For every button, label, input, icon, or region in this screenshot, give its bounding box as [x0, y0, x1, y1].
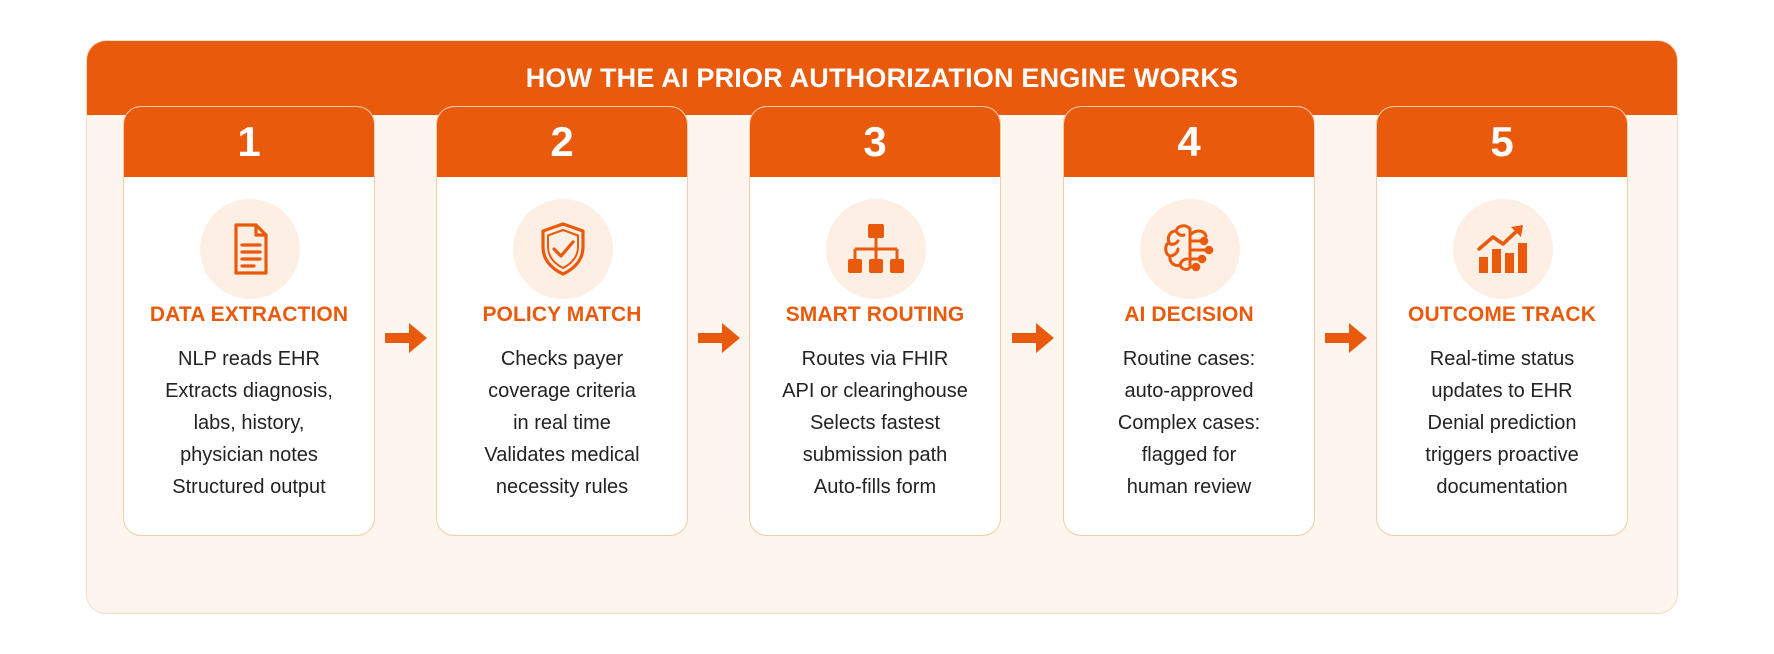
- step-header: 1: [124, 107, 374, 177]
- description-line: Checks payer: [500, 348, 624, 370]
- description-line: flagged for: [1141, 444, 1237, 466]
- description-line: Complex cases:: [1117, 412, 1261, 434]
- step-number: 4: [1177, 118, 1201, 165]
- step-description: Checks payer coverage criteria in real t…: [443, 343, 681, 503]
- description-line: in real time: [513, 412, 611, 434]
- description-line: Denial prediction: [1427, 412, 1577, 434]
- description-line: auto-approved: [1124, 380, 1254, 402]
- description-line: Routine cases:: [1122, 348, 1256, 370]
- brain-icon: [1140, 199, 1240, 299]
- shield-check-icon: [513, 199, 613, 299]
- step-number: 1: [237, 118, 261, 165]
- step-card-5: 5 OUTCOME TRACK Real-time status updates…: [1376, 106, 1628, 536]
- description-line: updates to EHR: [1431, 380, 1573, 402]
- step-description: Routes via FHIR API or clearinghouse Sel…: [756, 343, 994, 503]
- description-line: triggers proactive: [1425, 444, 1579, 466]
- step-card-1: 1 DATA EXTRACTION NLP reads EHR Extracts…: [123, 106, 375, 536]
- description-line: API or clearinghouse: [782, 380, 968, 402]
- description-line: Extracts diagnosis,: [165, 380, 333, 402]
- description-line: NLP reads EHR: [178, 348, 320, 370]
- description-line: submission path: [802, 444, 948, 466]
- step-title: AI DECISION: [1124, 303, 1254, 326]
- arrow-right-icon: [385, 323, 427, 353]
- description-line: necessity rules: [495, 476, 629, 498]
- step-title: SMART ROUTING: [785, 303, 965, 326]
- description-line: Validates medical: [484, 444, 640, 466]
- arrow-right-icon: [698, 323, 740, 353]
- step-description: Real-time status updates to EHR Denial p…: [1383, 343, 1621, 503]
- step-description: NLP reads EHR Extracts diagnosis, labs, …: [130, 343, 368, 503]
- description-line: documentation: [1436, 476, 1568, 498]
- diagram-title: HOW THE AI PRIOR AUTHORIZATION ENGINE WO…: [525, 62, 1239, 93]
- arrow-right-icon: [1325, 323, 1367, 353]
- description-line: Real-time status: [1429, 348, 1575, 370]
- step-card-3: 3 SMART ROUTING Routes via FHIR API or c…: [749, 106, 1001, 536]
- step-number: 2: [550, 118, 574, 165]
- step-number: 3: [863, 118, 887, 165]
- document-icon: [200, 199, 300, 299]
- description-line: Routes via FHIR: [801, 348, 949, 370]
- description-line: physician notes: [180, 444, 318, 466]
- description-line: coverage criteria: [488, 380, 636, 402]
- step-header: 2: [437, 107, 687, 177]
- description-line: human review: [1126, 476, 1252, 498]
- step-description: Routine cases: auto-approved Complex cas…: [1070, 343, 1308, 503]
- step-card-4: 4 AI DECISION Routine cases: auto-approv…: [1063, 106, 1315, 536]
- step-title: OUTCOME TRACK: [1408, 303, 1596, 326]
- step-title: POLICY MATCH: [482, 303, 642, 326]
- description-line: Selects fastest: [809, 412, 941, 434]
- step-number: 5: [1490, 118, 1514, 165]
- arrow-right-icon: [1012, 323, 1054, 353]
- step-card-2: 2 POLICY MATCH Checks payer coverage cri…: [436, 106, 688, 536]
- title-banner: HOW THE AI PRIOR AUTHORIZATION ENGINE WO…: [87, 41, 1677, 115]
- step-title: DATA EXTRACTION: [149, 303, 349, 326]
- routing-tree-icon: [826, 199, 926, 299]
- step-header: 3: [750, 107, 1000, 177]
- growth-chart-icon: [1453, 199, 1553, 299]
- description-line: Auto-fills form: [813, 476, 937, 498]
- description-line: Structured output: [172, 476, 326, 498]
- step-header: 5: [1377, 107, 1627, 177]
- step-header: 4: [1064, 107, 1314, 177]
- description-line: labs, history,: [193, 412, 305, 434]
